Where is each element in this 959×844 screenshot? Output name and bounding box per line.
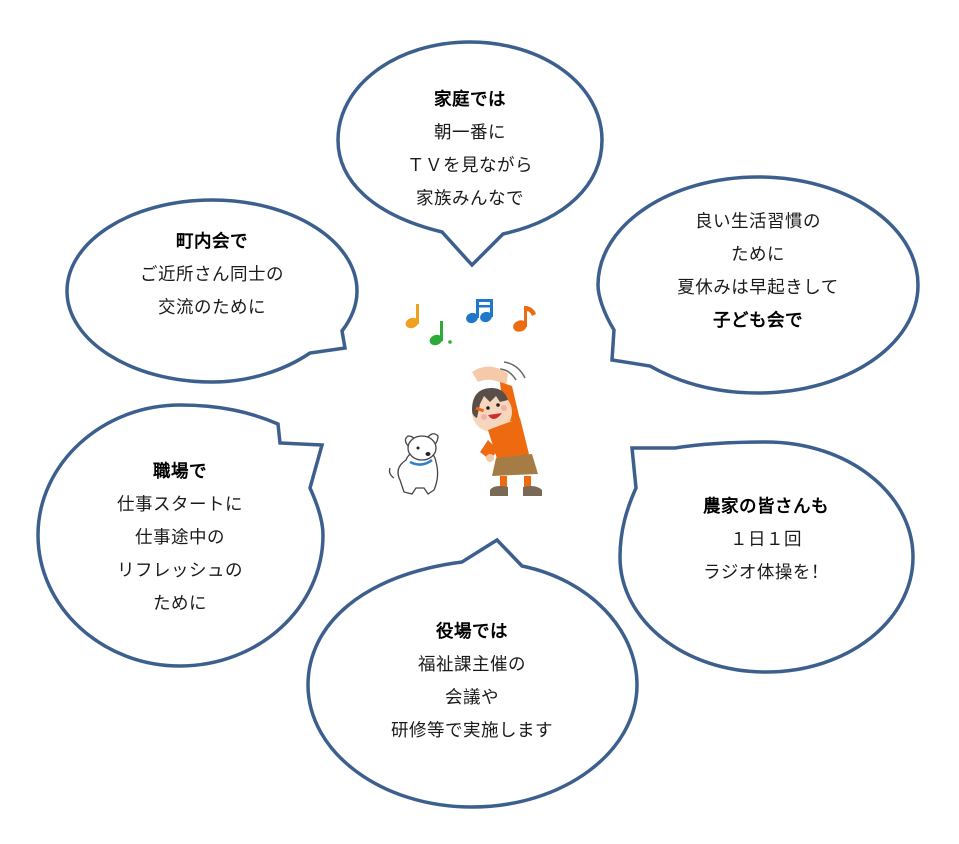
bubble-lower-left-heading: 職場で	[153, 462, 207, 482]
bubble-lower-left-line: ために	[153, 594, 207, 614]
bubble-top-outline	[336, 40, 604, 268]
bubble-top-line: 朝一番に	[434, 123, 506, 143]
bubble-bottom-line: 福祉課主催の	[418, 655, 526, 675]
bubble-upper-left-outline	[65, 198, 359, 384]
bubble-lower-right-line: １日１回	[730, 530, 802, 550]
bubble-top: 家庭では 朝一番に ＴＶを見ながら 家族みんなで	[370, 84, 570, 216]
bubble-lower-left-line: 仕事途中の	[135, 528, 225, 548]
bubble-upper-left: 町内会で ご近所さん同士の 交流のために	[112, 226, 312, 325]
music-note-orange-icon	[513, 306, 536, 332]
music-note-beamed-blue-icon	[466, 299, 493, 324]
bubble-upper-right-line: 夏休みは早起きして	[677, 278, 839, 298]
bubble-lower-left-outline	[36, 403, 325, 668]
bubble-upper-right-outline	[596, 175, 920, 395]
bubble-lower-right: 農家の皆さんも １日１回 ラジオ体操を！	[656, 491, 876, 590]
music-note-orange-light-icon	[405, 304, 419, 329]
bubble-upper-right-line: 良い生活習慣の	[695, 212, 821, 232]
bubble-top-line: ＴＶを見ながら	[407, 156, 533, 176]
bubble-lower-left-line: 仕事スタートに	[117, 495, 243, 515]
bubble-lower-left: 職場で 仕事スタートに 仕事途中の リフレッシュの ために	[80, 456, 280, 621]
radio-exercise-illustration	[388, 299, 542, 496]
bubble-upper-right: 良い生活習慣の ために 夏休みは早起きして 子ども会で	[648, 206, 868, 338]
bubble-bottom-line: 研修等で実施します	[391, 721, 553, 741]
bubble-lower-right-line: ラジオ体操を！	[703, 563, 829, 583]
bubble-bottom-line: 会議や	[445, 688, 499, 708]
bubble-bottom: 役場では 福祉課主催の 会議や 研修等で実施します	[362, 616, 582, 748]
bubble-upper-left-line: 交流のために	[158, 298, 266, 318]
bubble-lower-right-heading: 農家の皆さんも	[703, 497, 829, 517]
child-stretching-icon	[472, 361, 542, 496]
bubble-upper-right-line: ために	[731, 245, 785, 265]
bubble-lower-left-line: リフレッシュの	[117, 561, 243, 581]
bubble-top-heading: 家庭では	[434, 90, 506, 110]
dog-icon	[388, 433, 439, 495]
bubble-upper-left-heading: 町内会で	[176, 232, 248, 252]
bubble-lower-right-outline	[618, 440, 915, 674]
music-note-green-icon	[429, 321, 452, 346]
bubble-top-line: 家族みんなで	[416, 189, 524, 209]
bubble-bottom-outline	[306, 537, 639, 809]
bubble-upper-left-line: ご近所さん同士の	[140, 265, 284, 285]
bubble-upper-right-heading: 子ども会で	[713, 311, 803, 331]
bubble-bottom-heading: 役場では	[436, 622, 508, 642]
